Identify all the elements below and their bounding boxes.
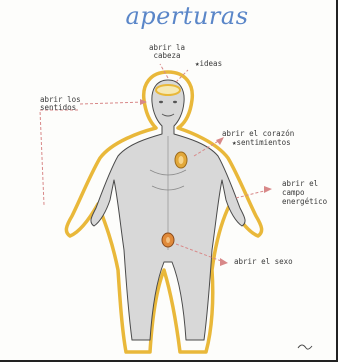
- left-eye: [159, 101, 163, 103]
- signature: [298, 345, 312, 349]
- label-senses-line2: sentidos: [40, 104, 76, 112]
- label-field-line2: campo: [282, 189, 305, 197]
- label-head-line2: cabeza: [142, 52, 192, 60]
- label-heart-line1: abrir el corazón: [222, 130, 294, 138]
- label-field-line3: energético: [282, 198, 327, 206]
- head-opening: [156, 85, 180, 95]
- label-heart-line2: ★sentimientos: [232, 139, 291, 147]
- label-sex: abrir el sexo: [234, 258, 293, 266]
- label-ideas: ★ideas: [195, 60, 222, 68]
- label-field-line1: abrir el: [282, 180, 318, 188]
- right-eye: [173, 101, 177, 103]
